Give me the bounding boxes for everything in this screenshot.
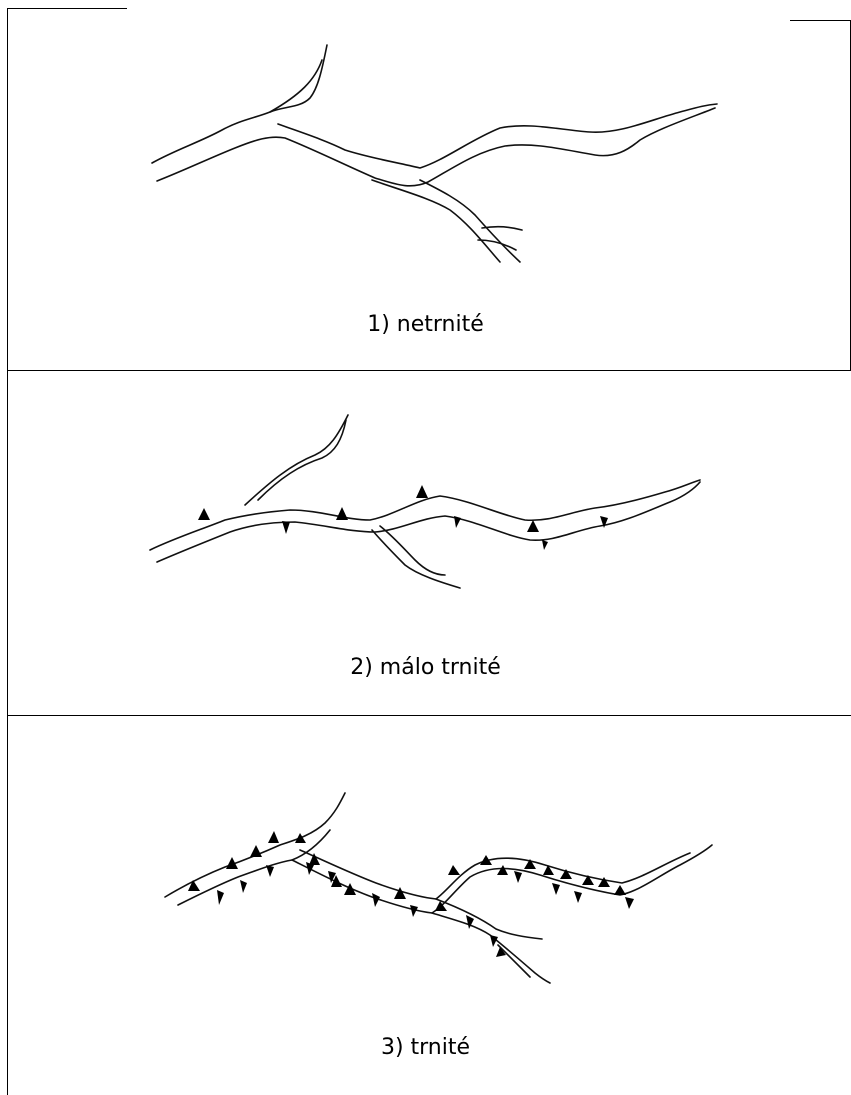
panel-1: 1) netrnité	[0, 0, 851, 370]
panel-2: 2) málo trnité	[0, 370, 851, 715]
panel-3: 3) trnité	[0, 715, 851, 1095]
thorns-few	[198, 485, 608, 550]
panel-label-3: 3) trnité	[0, 1035, 851, 1060]
panel-label-1: 1) netrnité	[0, 312, 851, 337]
panel-label-2: 2) málo trnité	[0, 655, 851, 680]
